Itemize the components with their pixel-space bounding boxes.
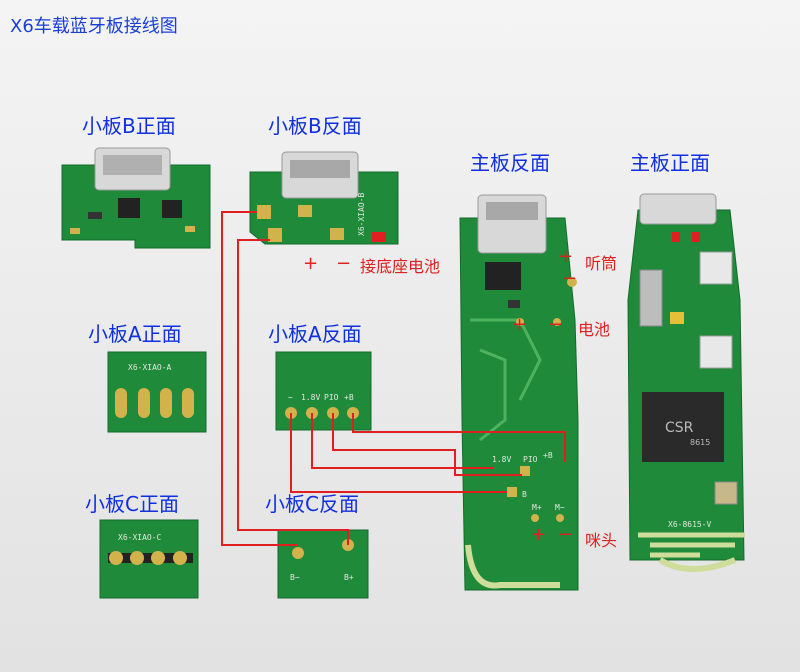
mic-plus: +	[531, 524, 547, 545]
battery-label: 电池	[578, 320, 611, 339]
label-board-a-front: 小板A正面	[88, 322, 182, 346]
mic-label: 咪头	[585, 531, 618, 550]
silk-a-pio: PIO	[324, 393, 339, 402]
board-c-front: X6-XIAO-C	[99, 519, 199, 599]
label-board-c-front: 小板C正面	[85, 492, 179, 516]
silk-c-bminus: B−	[290, 573, 300, 582]
mic-minus: −	[558, 524, 574, 545]
label-board-b-front: 小板B正面	[82, 114, 176, 138]
wire-a-plusb	[352, 413, 566, 462]
silk-xiao-a: X6-XIAO-A	[128, 363, 172, 372]
label-board-b-back: 小板B反面	[268, 114, 362, 138]
silk-a-minus: −	[288, 393, 293, 402]
wire-a-18v	[311, 413, 493, 469]
board-b-back: X6-XIAO-B	[249, 151, 399, 245]
silk-a-18v: 1.8V	[301, 393, 320, 402]
base-battery-label: 接底座电池	[360, 257, 441, 276]
silk-main-mplus: M+	[532, 503, 542, 512]
label-board-c-back: 小板C反面	[265, 492, 359, 516]
silk-model: X6-8615-V	[668, 520, 712, 529]
board-b-front	[61, 147, 211, 249]
battery-minus: −	[548, 314, 564, 335]
main-board-back: 1.8V PIO +B B M+ M−	[459, 194, 579, 591]
wire-a-minus	[290, 413, 507, 493]
main-board-front: CSR 8615 X6-8615-V	[627, 193, 745, 572]
silk-xiao-b: X6-XIAO-B	[357, 192, 366, 236]
earpiece-plus: +	[558, 246, 574, 267]
silk-main-plusb: +B	[543, 451, 553, 460]
silk-xiao-c: X6-XIAO-C	[118, 533, 162, 542]
earpiece-minus: −	[562, 268, 578, 289]
battery-plus: +	[512, 314, 528, 335]
base-battery-plus: +	[303, 253, 319, 274]
chip-code: 8615	[690, 438, 710, 447]
page-title: X6车载蓝牙板接线图	[10, 16, 178, 37]
wiring	[221, 211, 566, 546]
base-battery-minus: −	[336, 253, 352, 274]
silk-main-pio: PIO	[523, 455, 538, 464]
chip-brand: CSR	[665, 420, 694, 436]
silk-main-18v: 1.8V	[492, 455, 511, 464]
wire-b-plus	[237, 239, 349, 545]
label-board-a-back: 小板A反面	[268, 322, 362, 346]
board-a-front: X6-XIAO-A	[107, 351, 207, 433]
wire-a-pio	[332, 413, 522, 476]
silk-c-bplus: B+	[344, 573, 354, 582]
silk-main-b: B	[522, 490, 527, 499]
earpiece-label: 听筒	[585, 254, 618, 273]
label-main-front: 主板正面	[630, 151, 710, 175]
board-c-back: B− B+	[277, 529, 369, 599]
silk-main-mminus: M−	[555, 503, 565, 512]
label-main-back: 主板反面	[470, 151, 550, 175]
silk-a-plusb: +B	[344, 393, 354, 402]
wire-b-minus	[221, 211, 298, 546]
